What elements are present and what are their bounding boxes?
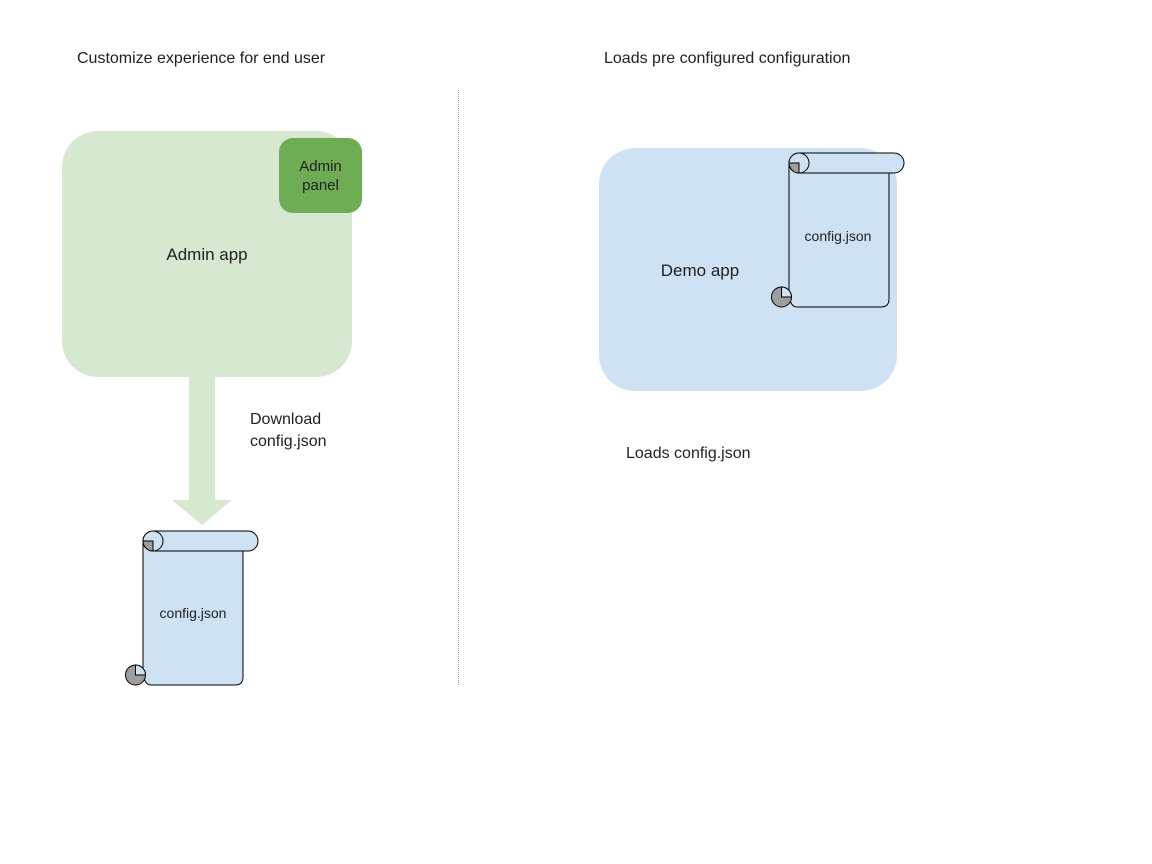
config-json-scroll-icon bbox=[771, 152, 905, 308]
admin-panel-label: Admin panel bbox=[299, 157, 342, 194]
right-config-file-label: config.json bbox=[804, 228, 872, 244]
demo-app-label: Demo app bbox=[660, 261, 740, 280]
download-arrow-label: Download config.json bbox=[250, 411, 327, 450]
admin-panel-box: Admin panel bbox=[279, 138, 362, 213]
admin-app-label: Admin app bbox=[166, 245, 248, 264]
download-arrow bbox=[172, 376, 232, 525]
left-section-title: Customize experience for end user bbox=[77, 50, 326, 67]
config-json-scroll-icon bbox=[125, 530, 259, 686]
left-config-file-label: config.json bbox=[159, 605, 227, 621]
loads-config-caption: Loads config.json bbox=[626, 445, 751, 462]
right-section-title: Loads pre configured configuration bbox=[604, 50, 851, 67]
section-divider-line bbox=[458, 90, 459, 685]
